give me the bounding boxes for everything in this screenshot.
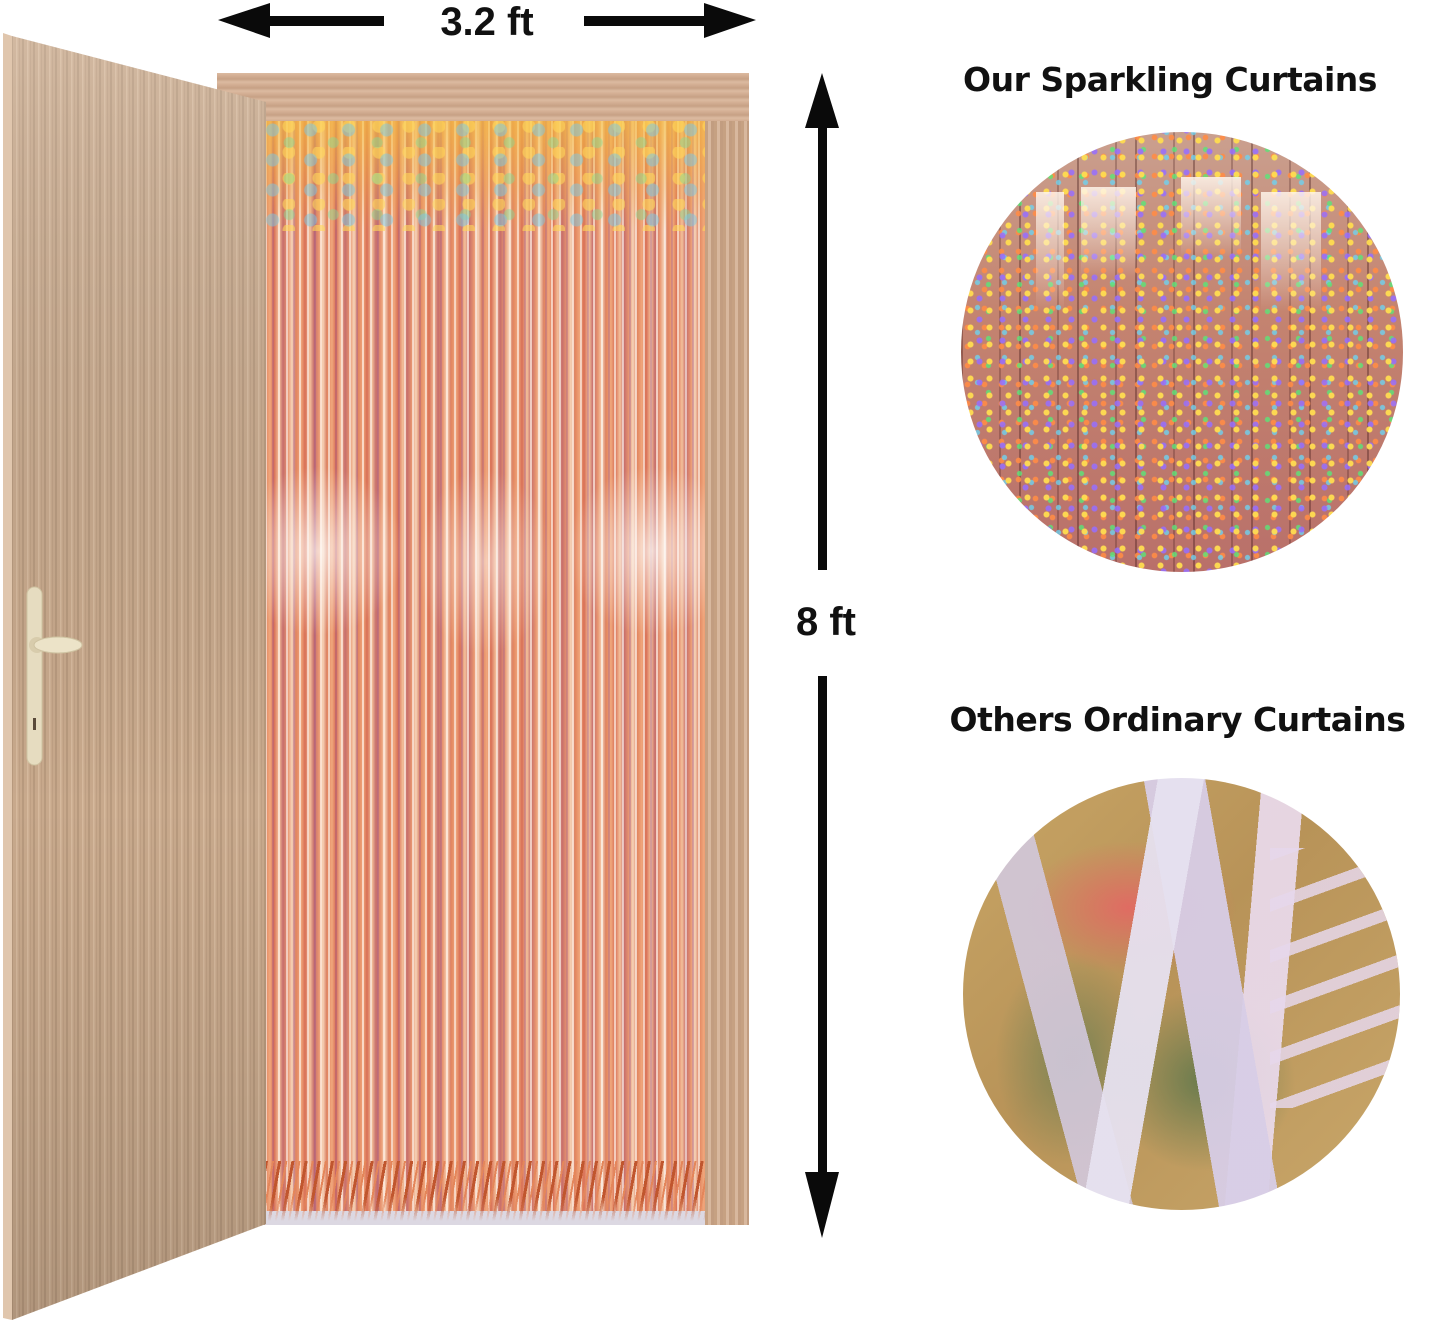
curtain-light-reflection — [265, 441, 705, 661]
heading-our-curtains: Our Sparkling Curtains — [963, 60, 1377, 99]
heading-other-curtains: Others Ordinary Curtains — [949, 700, 1406, 739]
double-arrow-horizontal-icon — [218, 3, 756, 38]
closeup-glare — [961, 132, 1403, 572]
door-handle-icon — [26, 586, 83, 766]
ordinary-curtain-closeup — [963, 778, 1400, 1210]
height-label: 8 ft — [796, 600, 856, 644]
door-frame-jamb — [705, 121, 749, 1225]
width-dimension: 3.2 ft — [218, 0, 756, 44]
width-label: 3.2 ft — [440, 0, 534, 44]
double-arrow-vertical-icon — [805, 73, 839, 1238]
closeup-foil-strips — [1270, 848, 1400, 1108]
door-frame-header — [217, 73, 749, 121]
fringe-curtain — [265, 121, 705, 1211]
curtain-fringe-ends — [265, 1161, 705, 1221]
open-door — [3, 33, 266, 1320]
curtain-glitter-top — [265, 121, 705, 231]
doorway-opening — [265, 121, 705, 1225]
sparkling-curtain-closeup — [961, 132, 1403, 572]
